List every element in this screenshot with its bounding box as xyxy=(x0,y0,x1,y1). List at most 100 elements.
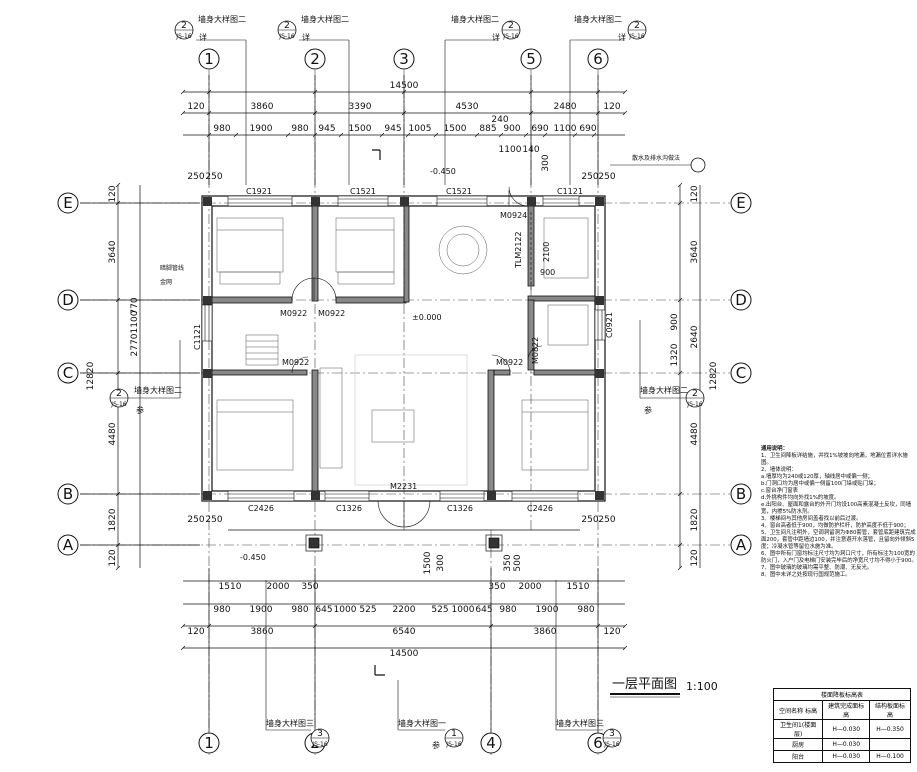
table-cell: H—0.350 xyxy=(869,719,911,739)
drawing-scale: 1:100 xyxy=(686,680,718,693)
dim-corner: 250 xyxy=(187,515,204,525)
table-cell: H—0.030 xyxy=(822,750,871,763)
detail-label: 墙身大样图二 xyxy=(198,14,246,24)
note-line: 8、图中未详之处按现行国规范施工。 xyxy=(761,572,851,578)
detail-label: 墙身大样图二 xyxy=(301,14,349,24)
detail-label: 散水及排水沟做法 xyxy=(632,154,680,162)
axis-label-A-left: A xyxy=(63,536,74,554)
dim-bot-r1: 2000 xyxy=(267,582,290,592)
dim-top-r2: 900 xyxy=(503,124,520,134)
table-row: 卫生间1(楼面层) H—0.030 H—0.350 xyxy=(772,719,911,739)
axis-label-1-top: 1 xyxy=(204,50,214,68)
table-header: 结构板面标高 xyxy=(869,700,911,720)
axis-label-A-right: A xyxy=(736,536,747,554)
detail-label: 墙身大样图三 xyxy=(266,718,314,728)
window-tag: C1521 xyxy=(446,187,472,196)
table-header: 建筑完成面标高 xyxy=(822,700,871,720)
table-title: 楼面降板标高表 xyxy=(773,688,911,701)
dim-left: 120 xyxy=(108,549,118,566)
window-tag: C1121 xyxy=(557,187,583,196)
detail-label: 墙身大样图二 xyxy=(451,14,499,24)
dim-bot-r2: 980 xyxy=(291,605,308,615)
table-cell: H—0.030 xyxy=(822,738,871,751)
dimension-lines xyxy=(80,75,701,732)
dim-right: 1320 xyxy=(670,343,680,366)
dim-bot-r1: 2000 xyxy=(519,582,542,592)
note-line: c.窗台净门窗表 xyxy=(761,488,799,494)
pipe-note: 金网 xyxy=(160,278,172,286)
door-tag: M0922 xyxy=(318,309,345,318)
detail-label: 墙身大样图一 xyxy=(398,718,446,728)
axis-label-D-right: D xyxy=(735,291,747,309)
dim-corner: 250 xyxy=(598,172,615,182)
note-line: 3、楼梯间与其他房间盖者找以前后过渡。 xyxy=(761,516,862,522)
dim-bot-mid: 1500 xyxy=(423,551,433,574)
detail-sheet: JS-16 xyxy=(110,401,127,408)
entrance xyxy=(228,529,580,552)
table-cell: 厨房 xyxy=(772,738,824,751)
dim-top-r1: 120 xyxy=(187,102,204,112)
dim-bot-r3: 120 xyxy=(187,627,204,637)
detail-sheet: JS-16 xyxy=(686,401,703,408)
dim-total-bottom: 14500 xyxy=(390,649,419,659)
dim-bot-r2: 2200 xyxy=(393,605,416,615)
dim-left: 1820 xyxy=(108,508,118,531)
dim-top-r2: 1900 xyxy=(250,124,273,134)
note-line: 6、图中所有门窗均标注尺寸均为洞口尺寸，所有标注为100宽的防火门，入户门及电梯… xyxy=(761,551,917,564)
table-cell: H—0.100 xyxy=(869,750,911,763)
dim-bot-r3: 3860 xyxy=(534,627,557,637)
dim-top-r1: 3860 xyxy=(251,102,274,112)
table-header: 空间名称 标高 xyxy=(772,700,824,720)
table-row: 阳台 H—0.030 H—0.100 xyxy=(772,750,911,763)
dim-bot-mid: 300 xyxy=(436,554,446,571)
window-tag: C1326 xyxy=(447,504,473,513)
table-row: 厨房 H—0.030 xyxy=(772,738,911,751)
dim-total-right: 12820 xyxy=(709,361,719,390)
dim-bot-r2: 980 xyxy=(213,605,230,615)
floor-finish-table: 楼面降板标高表 空间名称 标高 建筑完成面标高 结构板面标高 卫生间1(楼面层)… xyxy=(772,688,911,763)
interior-walls xyxy=(211,205,596,492)
window-tag: C2426 xyxy=(527,504,553,513)
door-tag: M0822 xyxy=(531,337,540,364)
window-tag: C1921 xyxy=(246,187,272,196)
axis-label-E-right: E xyxy=(736,194,745,212)
axis-label-D-left: D xyxy=(62,291,74,309)
axis-label-E-left: E xyxy=(63,194,72,212)
axis-label-5-top: 5 xyxy=(526,50,536,68)
title-block: 一层平面图 1:100 xyxy=(610,677,718,698)
note-line: a.墙厚均为240或120厚，轴线居中或偏一侧； xyxy=(761,474,873,480)
dim-bot-r3: 6540 xyxy=(393,627,416,637)
dim-bot-r3: 3860 xyxy=(251,627,274,637)
detail-num: 2 xyxy=(116,389,122,399)
dim-bot-r2: 525 xyxy=(359,605,376,615)
detail-num: 3 xyxy=(317,729,323,739)
dim-top-small: 1100 xyxy=(499,145,522,155)
dim-bot-r1: 1510 xyxy=(219,582,242,592)
window-tag: C1521 xyxy=(350,187,376,196)
window-tag: C1326 xyxy=(336,504,362,513)
dim-top-r1: 4530 xyxy=(456,102,479,112)
dim-corner: 250 xyxy=(581,172,598,182)
dim-top-r1: 3390 xyxy=(349,102,372,112)
axis-bubbles xyxy=(57,48,752,754)
door-tag: M2231 xyxy=(390,482,417,491)
dim-top-small: 240 xyxy=(491,115,508,125)
dim-bot-r2: 1000 xyxy=(452,605,475,615)
bed-bedroom-1 xyxy=(216,217,284,273)
dim-top-r2: 1005 xyxy=(409,124,432,134)
dim-right: 4480 xyxy=(690,422,700,445)
dim-bot-r1: 1510 xyxy=(567,582,590,592)
detail-num: 2 xyxy=(508,21,514,31)
notes-title: 通用说明： xyxy=(761,446,788,452)
dim-right: 120 xyxy=(690,549,700,566)
dim-corner: 250 xyxy=(205,515,222,525)
axis-label-3-top: 3 xyxy=(399,50,409,68)
dim-top-r2: 945 xyxy=(384,124,401,134)
axis-label-B-right: B xyxy=(736,485,746,503)
detail-can: 参 xyxy=(644,405,652,415)
table-cell: 卫生间1(楼面层) xyxy=(772,719,824,739)
dim-bot-r2: 645 xyxy=(315,605,332,615)
doors xyxy=(291,186,543,528)
dim-right: 120 xyxy=(690,185,700,202)
dim-top-r2: 690 xyxy=(579,124,596,134)
